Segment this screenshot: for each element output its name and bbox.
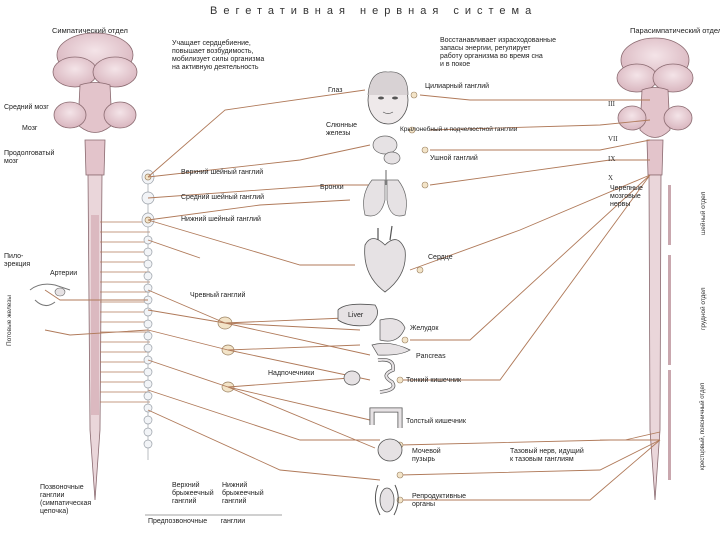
inferior-mesenteric-label: Нижний брыжеечный ганглий xyxy=(222,482,264,505)
left-brainstem xyxy=(52,32,138,176)
celiac-ganglion-label: Чревный ганглий xyxy=(190,292,246,299)
parasympathetic-title: Парасимпатический отдел xyxy=(630,27,720,35)
small-intestine-label: Тонкий кишечник xyxy=(406,377,462,384)
heart-label: Сердце xyxy=(428,254,453,261)
liver-label: Liver xyxy=(348,312,364,319)
middle-cervical-ganglion-label: Средний шейный ганглий xyxy=(181,194,265,201)
spinal-nerve-roots xyxy=(100,221,150,403)
sympathetic-chain xyxy=(141,169,155,460)
lumbar-region-label: крестцовый, поясничный отдел xyxy=(700,382,706,470)
glands-label: Слюнные железы xyxy=(326,122,358,137)
superior-cervical-ganglion-label: Верхний шейный ганглий xyxy=(181,169,264,176)
bronchi-label: Бронхи xyxy=(320,184,344,191)
roman-X: X xyxy=(608,174,614,182)
pons-label: Продолговатый мозг xyxy=(4,150,55,165)
adrenal-organ xyxy=(343,370,361,386)
large-intestine-label: Толстый кишечник xyxy=(406,418,466,425)
piloerection-label: Пило- эрекция xyxy=(4,253,31,268)
roman-VII: VII xyxy=(608,135,618,143)
salivary-glands-organ xyxy=(372,135,401,165)
ciliary-ganglion-label: Цилиарный ганглий xyxy=(425,83,490,90)
heart-organ xyxy=(364,225,406,293)
right-brainstem xyxy=(616,37,694,176)
pancreas-organ xyxy=(371,343,411,356)
bladder-organ xyxy=(377,438,403,462)
sympathetic-description: Учащает сердцебиение, повышает возбудимо… xyxy=(172,40,265,71)
otic-ganglion-label: Ушной ганглий xyxy=(430,155,478,162)
page-title: Вегетативная нервная система xyxy=(210,5,538,17)
liver-organ xyxy=(337,303,378,327)
cranial-nerves-label: Черепные мозговые нервы xyxy=(610,185,643,208)
inferior-cervical-ganglion-label: Нижний шейный ганглий xyxy=(181,216,261,223)
prevertebral-label: Предпозвоночные ганглии xyxy=(148,518,246,525)
sympathetic-title: Симпатический отдел xyxy=(52,26,128,35)
stomach-label: Желудок xyxy=(410,325,439,332)
superior-mesenteric-label: Верхний брыжеечный ганглий xyxy=(172,482,214,505)
eye-label: Глаз xyxy=(328,87,343,94)
pelvic-nerve-lines xyxy=(600,431,661,441)
arteries-label: Артерии xyxy=(50,270,78,277)
left-spinal-cord xyxy=(87,174,103,501)
pancreas-label: Pancreas xyxy=(416,353,446,360)
medulla-label: Мозг xyxy=(22,125,38,132)
lungs-organ xyxy=(363,170,407,217)
thoracic-region-label: грудной отдел xyxy=(700,287,707,330)
cervical-region-label: шейный отдел xyxy=(700,191,707,235)
organ-ganglia xyxy=(396,91,429,504)
stomach-organ xyxy=(379,318,406,342)
small-intestine-organ xyxy=(377,357,396,394)
pterygopalatine-ganglion-label: Крылонебный и подчелюстной ганглии xyxy=(400,126,518,133)
roman-III: III xyxy=(608,100,615,108)
roman-IX: IX xyxy=(608,155,616,163)
face-eye xyxy=(367,71,409,125)
paravertebral-label: Позвоночные ганглии (симпатическая цепоч… xyxy=(40,484,92,515)
bladder-label: Мочевой пузырь xyxy=(412,448,441,463)
prevertebral-ganglia xyxy=(144,173,235,393)
sweat-glands-label: Потовые железы xyxy=(6,295,13,346)
parasympathetic-description: Восстанавливает израсходованные запасы э… xyxy=(440,37,556,68)
nerve-pathways xyxy=(44,89,661,501)
reproductive-label: Репродуктивные органы xyxy=(412,493,467,508)
right-spinal-cord xyxy=(648,174,671,501)
large-intestine-organ xyxy=(369,407,403,428)
midbrain-label: Средний мозг xyxy=(4,104,49,111)
hair-skin-organ xyxy=(29,283,71,306)
adrenal-label: Надпочечники xyxy=(268,370,315,377)
pelvic-nerve-label: Тазовый нерв, идущий к тазовым ганглиям xyxy=(510,448,584,463)
reproductive-organ xyxy=(374,484,399,516)
